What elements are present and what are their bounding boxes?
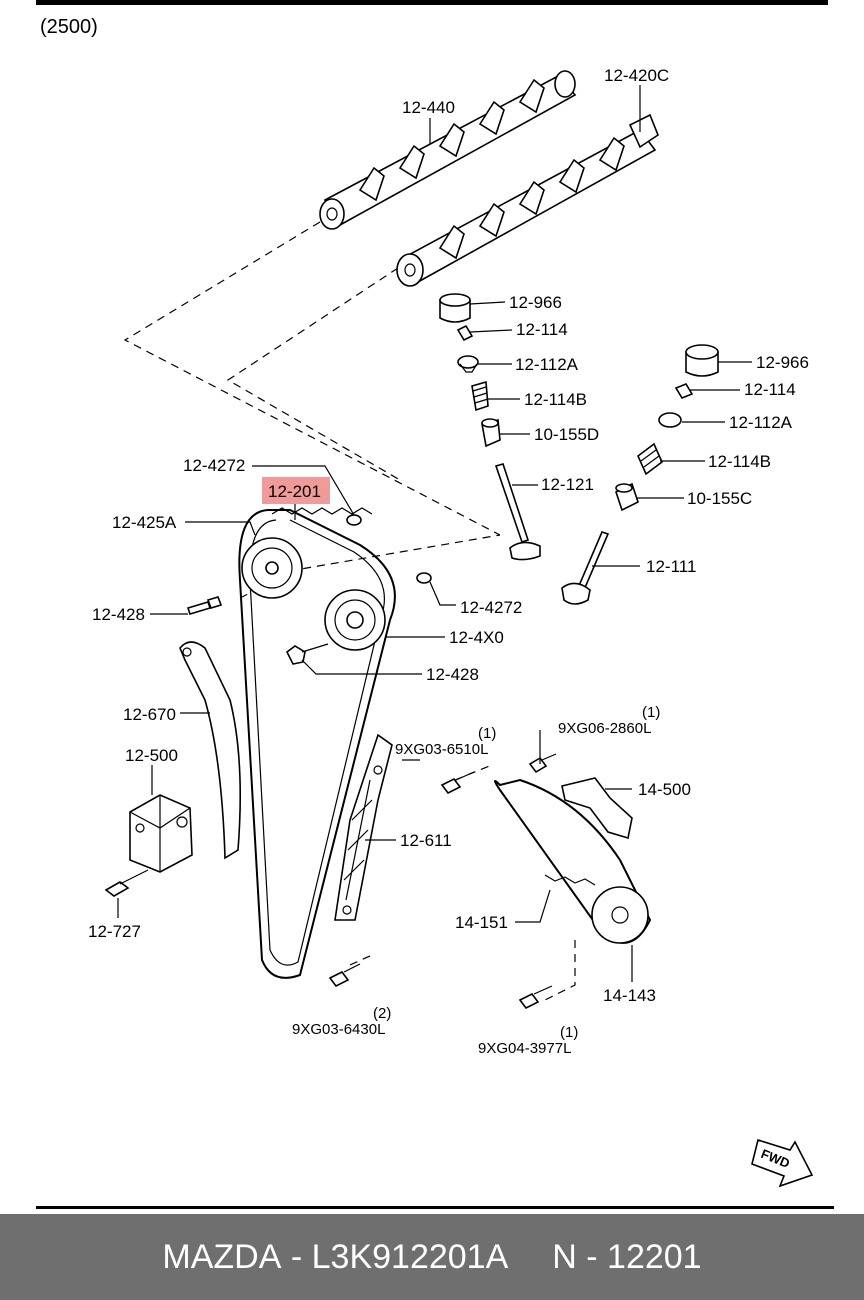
washer-upper[interactable] bbox=[346, 514, 362, 526]
fwd-arrow-icon: FWD bbox=[751, 1138, 814, 1188]
label-12-4272-upper[interactable]: 12-4272 bbox=[183, 456, 245, 475]
label-14-143[interactable]: 14-143 bbox=[603, 986, 656, 1005]
label-12-114-left[interactable]: 12-114 bbox=[516, 320, 568, 339]
intake-camshaft[interactable] bbox=[319, 70, 577, 230]
oil-pump-sprocket[interactable] bbox=[591, 886, 649, 944]
bottom-border bbox=[36, 1206, 834, 1209]
qty-9XG06-2860L: (1) bbox=[642, 704, 660, 721]
label-12-4272-lower[interactable]: 12-4272 bbox=[460, 598, 522, 617]
valve-keeper-left[interactable] bbox=[456, 324, 474, 342]
top-border bbox=[36, 0, 828, 5]
label-12-4X0[interactable]: 12-4X0 bbox=[449, 628, 504, 647]
valve-left[interactable] bbox=[494, 463, 541, 561]
label-9XG03-6510L[interactable]: 9XG03-6510L bbox=[395, 741, 488, 758]
caption-ref: N - 12201 bbox=[552, 1237, 702, 1276]
oil-pump-tensioner[interactable] bbox=[561, 777, 633, 840]
exhaust-camshaft[interactable] bbox=[396, 113, 659, 287]
label-12-428-lower[interactable]: 12-428 bbox=[426, 665, 479, 684]
label-12-428-upper[interactable]: 12-428 bbox=[92, 605, 145, 624]
label-14-500[interactable]: 14-500 bbox=[638, 780, 691, 799]
group-code: (2500) bbox=[40, 16, 98, 38]
chain-guide-right[interactable] bbox=[334, 733, 393, 921]
valve-keeper-right[interactable] bbox=[674, 383, 694, 399]
label-12-420C[interactable]: 12-420C bbox=[604, 66, 669, 85]
guide-bolt-lower[interactable] bbox=[328, 963, 361, 988]
label-12-121[interactable]: 12-121 bbox=[541, 475, 594, 494]
caption-separator: - bbox=[281, 1237, 312, 1276]
label-10-155D[interactable]: 10-155D bbox=[534, 425, 599, 444]
valve-seal-left[interactable] bbox=[481, 418, 501, 448]
sprocket-bolt-lower[interactable] bbox=[285, 643, 329, 665]
label-12-425A[interactable]: 12-425A bbox=[112, 513, 177, 532]
timing-chain-diagram: (2500) bbox=[40, 16, 814, 1188]
label-9XG06-2860L[interactable]: 9XG06-2860L bbox=[558, 720, 651, 737]
leader-lines bbox=[117, 85, 752, 982]
tappet-right[interactable] bbox=[685, 344, 719, 377]
spring-retainer-left[interactable] bbox=[457, 355, 479, 373]
part-caption-bar: MAZDA - L3K912201A N - 12201 bbox=[0, 1214, 864, 1300]
label-12-114B-right[interactable]: 12-114B bbox=[708, 452, 771, 471]
qty-9XG04-3977L: (1) bbox=[560, 1024, 578, 1041]
exhaust-vvt-sprocket[interactable] bbox=[324, 589, 386, 651]
label-12-114-right[interactable]: 12-114 bbox=[744, 380, 796, 399]
tensioner-bolt[interactable] bbox=[104, 869, 149, 897]
caption-brand: MAZDA bbox=[162, 1237, 282, 1276]
oil-pump-sprocket-bolt[interactable] bbox=[518, 985, 553, 1010]
chain-tensioner[interactable] bbox=[129, 794, 193, 873]
label-12-500[interactable]: 12-500 bbox=[125, 746, 178, 765]
timing-chain[interactable] bbox=[238, 507, 396, 979]
tappet-left[interactable] bbox=[439, 293, 471, 323]
valve-seal-right[interactable] bbox=[615, 482, 639, 512]
label-12-114B-left[interactable]: 12-114B bbox=[524, 390, 587, 409]
washer-lower[interactable] bbox=[416, 572, 432, 584]
label-12-966-right[interactable]: 12-966 bbox=[756, 353, 809, 372]
highlight-12-201 bbox=[262, 477, 330, 504]
sprocket-bolt-upper[interactable] bbox=[186, 596, 223, 615]
label-12-670[interactable]: 12-670 bbox=[123, 705, 176, 724]
label-12-440[interactable]: 12-440 bbox=[402, 98, 455, 117]
label-12-201[interactable]: 12-201 bbox=[268, 482, 321, 501]
label-10-155C[interactable]: 10-155C bbox=[687, 489, 752, 508]
label-12-727[interactable]: 12-727 bbox=[88, 922, 141, 941]
qty-9XG03-6430L: (2) bbox=[373, 1005, 391, 1022]
label-14-151[interactable]: 14-151 bbox=[455, 913, 508, 932]
label-12-112A-left[interactable]: 12-112A bbox=[515, 355, 579, 374]
intake-cam-sprocket[interactable] bbox=[241, 537, 303, 599]
qty-9XG03-6510L: (1) bbox=[478, 725, 496, 742]
label-12-111[interactable]: 12-111 bbox=[646, 557, 696, 576]
label-9XG04-3977L[interactable]: 9XG04-3977L bbox=[478, 1040, 571, 1057]
guide-bolt-upper[interactable] bbox=[440, 771, 475, 795]
label-12-112A-right[interactable]: 12-112A bbox=[729, 413, 793, 432]
caption-part-number: L3K912201A bbox=[311, 1237, 509, 1276]
label-12-966-left[interactable]: 12-966 bbox=[509, 293, 562, 312]
label-12-611[interactable]: 12-611 bbox=[400, 831, 452, 850]
label-9XG03-6430L[interactable]: 9XG03-6430L bbox=[292, 1021, 385, 1038]
valve-right[interactable] bbox=[561, 531, 610, 605]
oil-pump-tensioner-bolt[interactable] bbox=[528, 753, 557, 774]
valve-spring-left[interactable] bbox=[471, 380, 489, 412]
valve-spring-right[interactable] bbox=[637, 442, 663, 476]
chain-guide-left[interactable] bbox=[179, 641, 242, 860]
spring-retainer-right[interactable] bbox=[658, 412, 682, 428]
